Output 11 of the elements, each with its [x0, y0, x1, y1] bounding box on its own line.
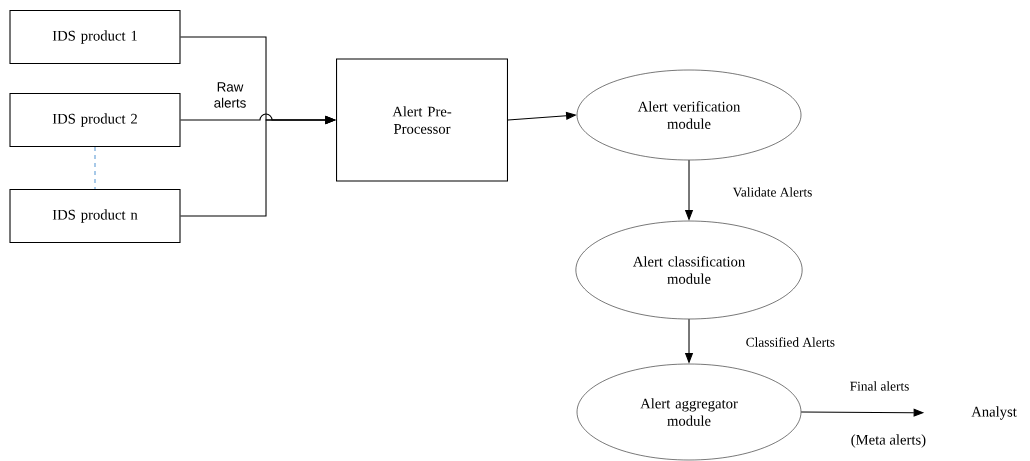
edge-label: Validate Alerts [732, 187, 812, 197]
process-box: IDS product 1 [9, 9, 181, 65]
note-label: (Meta alerts) [851, 434, 926, 448]
edge-label: Raw alerts [214, 82, 246, 108]
arrow [180, 115, 336, 217]
process-box: IDS product n [9, 188, 181, 244]
edge-label: Final alerts [850, 381, 909, 391]
edge-label: Classified Alerts [746, 337, 835, 347]
endpoint-label: Analyst [971, 406, 1017, 420]
process-box: IDS product 2 [9, 92, 181, 148]
process-box: Alert Pre-Processor [336, 58, 508, 182]
